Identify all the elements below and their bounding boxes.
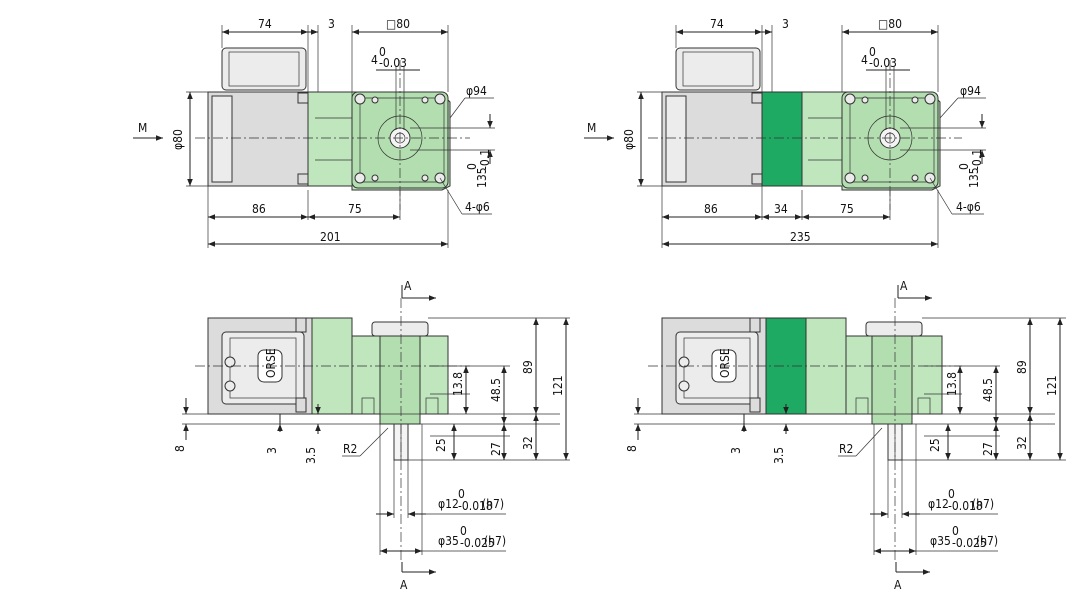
dim-3: 3: [729, 447, 743, 454]
dim-48-5: 48.5: [489, 378, 503, 402]
dim-34: 34: [774, 202, 788, 216]
dim-4-phi-6: 4-φ6: [956, 200, 981, 214]
output-cover: [371, 321, 429, 337]
dim-25: 25: [928, 438, 942, 452]
terminal-box: [675, 47, 761, 91]
dim-square-80: □80: [878, 17, 902, 31]
dim-121: 121: [1045, 375, 1059, 396]
label-m: M: [587, 121, 596, 135]
dim-27: 27: [981, 442, 995, 456]
fit-12: (h7): [482, 497, 504, 511]
section-label-top: A: [404, 279, 412, 293]
dim-75: 75: [840, 202, 854, 216]
dim-square-80: □80: [386, 17, 410, 31]
dim-25: 25: [434, 438, 448, 452]
dim-total: 235: [790, 230, 811, 244]
tol-13-5-upper: 0: [957, 163, 971, 170]
dim-4: 4: [861, 53, 868, 67]
tol-12-upper: 0: [458, 487, 465, 501]
dim-89: 89: [1015, 360, 1029, 374]
left-bottom-view: A ORSE 8 3: [173, 279, 570, 592]
tol-4-upper: 0: [379, 45, 386, 59]
section-label-top: A: [900, 279, 908, 293]
fit-35: (h7): [484, 534, 506, 548]
dim-3: 3: [265, 447, 279, 454]
dim-8: 8: [625, 445, 639, 452]
tol-4-lower: -0.03: [869, 56, 897, 70]
tol-13-5-lower: -0.1: [478, 149, 492, 170]
dim-4-phi-6: 4-φ6: [465, 200, 490, 214]
tol-4-upper: 0: [869, 45, 876, 59]
adapter-flange: [761, 91, 803, 187]
dim-13-8: 13.8: [945, 372, 959, 396]
tol-13-5-lower: -0.1: [970, 149, 984, 170]
name-plate-text: ORSE: [264, 348, 278, 378]
dim-phi-94: φ94: [466, 84, 487, 98]
section-label-bottom: A: [400, 578, 408, 592]
dim-32: 32: [521, 436, 535, 450]
dim-phi-80: φ80: [171, 129, 185, 150]
dim-89: 89: [521, 360, 535, 374]
dim-4: 4: [371, 53, 378, 67]
dim-phi-35: φ35: [438, 534, 459, 548]
mounting-holes: [844, 93, 936, 184]
tol-12-upper: 0: [948, 487, 955, 501]
dim-r2: R2: [839, 442, 853, 456]
dim-phi-94: φ94: [960, 84, 981, 98]
terminal-box: [221, 47, 307, 91]
fit-12: (h7): [972, 497, 994, 511]
dim-phi-80: φ80: [622, 129, 636, 150]
dim-phi-12: φ12: [438, 497, 459, 511]
tol-12-lower: -0.018: [948, 499, 983, 513]
dim-3-5: 3.5: [304, 447, 318, 464]
dim-r2: R2: [343, 442, 357, 456]
tol-4-lower: -0.03: [379, 56, 407, 70]
dim-48-5: 48.5: [981, 378, 995, 402]
label-m: M: [138, 121, 147, 135]
dim-86: 86: [252, 202, 266, 216]
dim-86: 86: [704, 202, 718, 216]
dim-8: 8: [173, 445, 187, 452]
dim-3: 3: [782, 17, 789, 31]
name-plate-text: ORSE: [718, 348, 732, 378]
mounting-holes: [354, 93, 446, 184]
dim-74: 74: [710, 17, 724, 31]
output-cover: [865, 321, 923, 337]
left-top-view: 74 3 □80 4 0 -0.03 M φ80 φ94 135 0 -0.1 …: [133, 17, 495, 248]
dim-3: 3: [328, 17, 335, 31]
dim-75: 75: [348, 202, 362, 216]
tol-13-5-upper: 0: [465, 163, 479, 170]
tol-12-lower: -0.018: [458, 499, 493, 513]
tol-35-lower: -0.025: [952, 536, 987, 550]
dim-27: 27: [489, 442, 503, 456]
dim-total: 201: [320, 230, 341, 244]
fit-35: (h7): [976, 534, 998, 548]
section-label-bottom: A: [894, 578, 902, 592]
dim-13-5: 135: [967, 167, 981, 188]
dim-phi-35: φ35: [930, 534, 951, 548]
dim-32: 32: [1015, 436, 1029, 450]
tol-35-upper: 0: [952, 524, 959, 538]
dim-3-5: 3.5: [772, 447, 786, 464]
tol-35-upper: 0: [460, 524, 467, 538]
dim-121: 121: [551, 375, 565, 396]
tol-35-lower: -0.025: [460, 536, 495, 550]
dim-13-8: 13.8: [451, 372, 465, 396]
dim-13-5: 135: [475, 167, 489, 188]
right-top-view: 74 3 □80 4 0 -0.03 M φ80 φ94 135 0 -0.1 …: [584, 17, 986, 248]
dim-phi-12: φ12: [928, 497, 949, 511]
dim-74: 74: [258, 17, 272, 31]
right-bottom-view: A ORSE 8 3 3.5: [625, 279, 1066, 592]
